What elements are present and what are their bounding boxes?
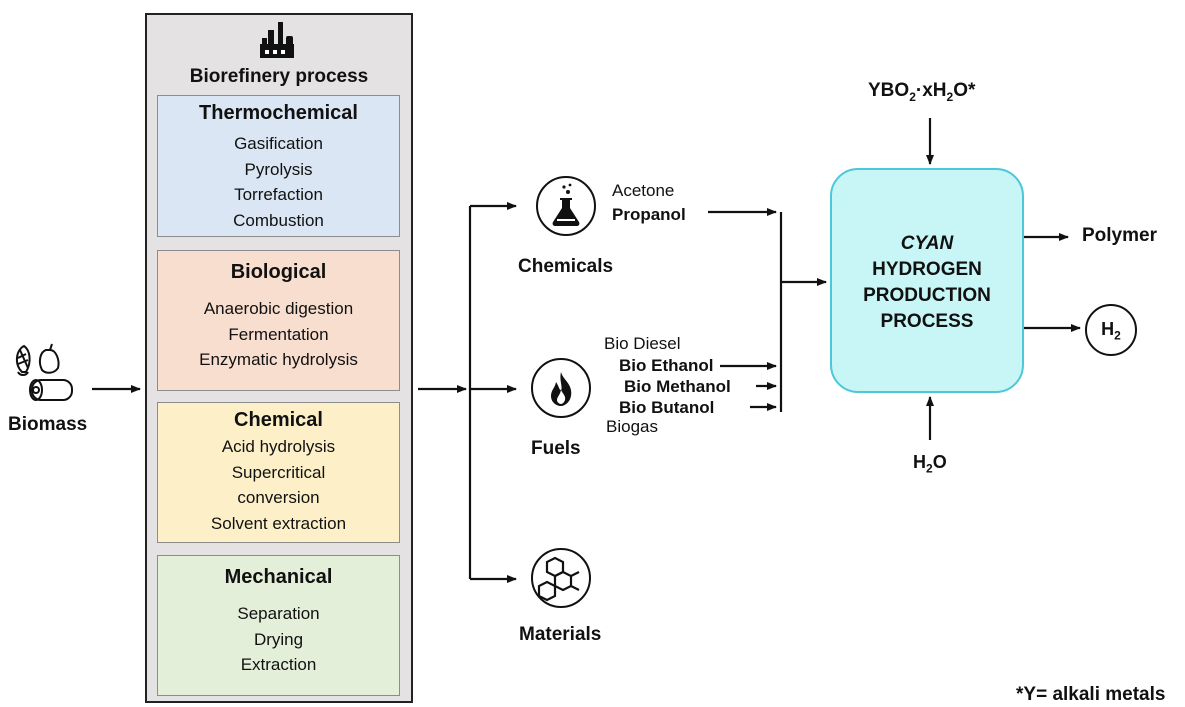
product-polymer: Polymer [1082, 225, 1157, 246]
product-bio-methanol: Bio Methanol [624, 377, 731, 396]
category-item: Fermentation [228, 324, 329, 344]
h2o-sub: 2 [926, 461, 933, 476]
category-item: Supercritical [231, 462, 326, 482]
category-title: Chemical [234, 409, 323, 431]
h2-circle: H2 [1085, 304, 1137, 356]
category-mechanical: Mechanical Separation Drying Extraction [157, 555, 400, 696]
ybo2-end: O* [953, 80, 976, 101]
category-item: conversion [237, 488, 320, 507]
category-title: Biological [230, 261, 327, 283]
category-title: Thermochemical [199, 102, 358, 124]
category-item: Solvent extraction [210, 513, 347, 533]
biomass-label: Biomass [8, 414, 88, 435]
category-item: Separation [237, 604, 320, 623]
category-item: Pyrolysis [244, 159, 313, 179]
cyan-process-label: CYAN HYDROGEN PRODUCTION PROCESS [830, 231, 1024, 335]
h2o-end: O [932, 452, 947, 472]
ybo2-main: YBO [868, 80, 910, 101]
product-acetone: Acetone [612, 181, 675, 200]
category-item: Gasification [234, 134, 323, 153]
materials-circle [531, 548, 591, 608]
category-item: Extraction [240, 655, 317, 674]
category-thermochemical: Thermochemical Gasification Pyrolysis To… [157, 95, 400, 237]
ybo2-sub2: 2 [946, 89, 954, 104]
input-h2o: H2O [913, 452, 947, 476]
molecule-icon [537, 556, 580, 602]
category-item: Enzymatic hydrolysis [199, 350, 358, 369]
biomass-icon [16, 343, 73, 401]
factory-icon [260, 22, 294, 58]
cyan-process-line4: PROCESS [880, 311, 974, 332]
category-item: Anaerobic digestion [203, 299, 354, 318]
category-item: Drying [253, 629, 304, 649]
category-item: Acid hydrolysis [221, 437, 336, 456]
cyan-process-box [830, 168, 1024, 393]
category-title: Mechanical [224, 566, 333, 588]
cyan-process-line3: PRODUCTION [863, 285, 991, 306]
input-ybo2: YBO2·xH2O* [868, 80, 975, 104]
category-biological: Biological Anaerobic digestion Fermentat… [157, 250, 400, 391]
cyan-process-line1: CYAN [900, 233, 954, 254]
product-propanol: Propanol [612, 205, 686, 224]
product-bio-diesel: Bio Diesel [604, 334, 681, 353]
category-item: Combustion [233, 210, 324, 230]
ybo2-sub1: 2 [909, 89, 916, 104]
chemicals-label: Chemicals [518, 256, 614, 277]
chemicals-circle [536, 176, 596, 236]
materials-label: Materials [519, 624, 602, 645]
cyan-process-line2: HYDROGEN [872, 259, 982, 280]
h2-main: H [1101, 319, 1115, 339]
fuels-label: Fuels [531, 438, 581, 459]
h2-sub: 2 [1114, 328, 1121, 343]
flask-icon [552, 183, 580, 226]
h2o-main: H [913, 452, 926, 472]
product-biogas: Biogas [606, 417, 658, 436]
category-item: Torrefaction [234, 185, 323, 204]
fuels-circle [531, 358, 591, 418]
category-chemical: Chemical Acid hydrolysis Supercritical c… [157, 402, 400, 543]
flame-icon [551, 372, 572, 406]
product-bio-butanol: Bio Butanol [619, 398, 715, 417]
ybo2-mid: ·xH [915, 80, 947, 101]
biorefinery-title: Biorefinery process [189, 66, 369, 87]
footnote: *Y= alkali metals [1016, 684, 1166, 705]
product-bio-ethanol: Bio Ethanol [619, 356, 714, 375]
